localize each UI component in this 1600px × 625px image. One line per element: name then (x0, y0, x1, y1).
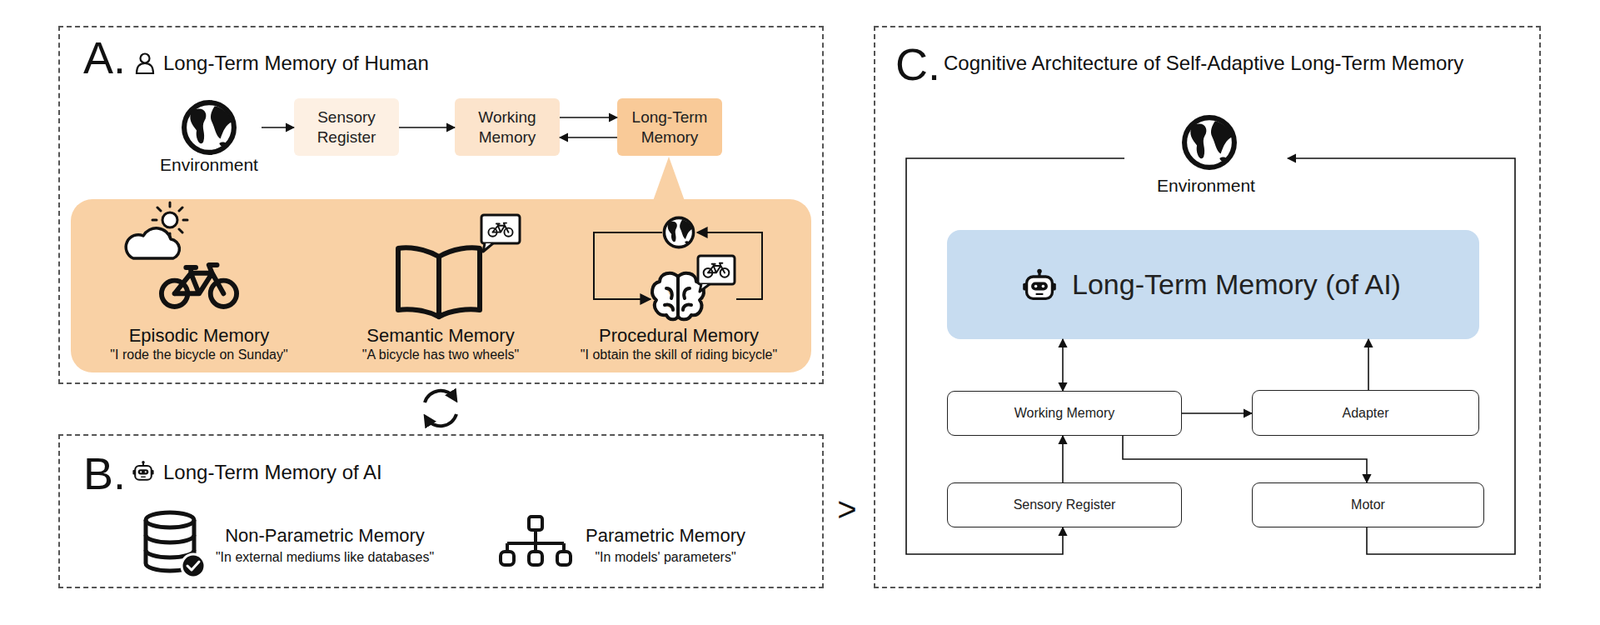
connector (906, 158, 1125, 554)
person-icon (136, 54, 154, 75)
memory-type-title: Parametric Memory (540, 526, 791, 545)
adapter-box: Adapter (1251, 389, 1480, 436)
box-label: Working Memory (458, 107, 557, 148)
connector (1061, 435, 1064, 483)
bicycle-icon (703, 263, 730, 278)
connector (261, 126, 295, 129)
memory-example: "In models' parameters" (540, 550, 791, 564)
connector (559, 116, 618, 119)
box-label: Sensory Register (1013, 496, 1117, 514)
panel: A.Long-Term Memory of HumanEnvironmentSe… (58, 25, 824, 384)
globe-icon (1184, 117, 1235, 168)
memory-type-title: Non-Parametric Memory (199, 526, 450, 545)
bicycle-icon (161, 264, 237, 307)
sensory-register-box: Sensory Register (947, 482, 1182, 528)
memory-example: "I rode the bicycle on Sunday" (74, 348, 324, 362)
connector (1287, 158, 1516, 554)
panel: C.Cognitive Architecture of Self-Adaptiv… (873, 25, 1541, 589)
box-label: Working Memory (1014, 404, 1116, 422)
environment-node: Environment (156, 93, 262, 180)
memory-type-title: Episodic Memory (74, 326, 324, 345)
panel-letter: B. (83, 450, 150, 496)
working-memory-box: Working Memory (454, 98, 560, 156)
box-label: Long-Term Memory (of AI) (1071, 266, 1401, 303)
box-label: Motor (1350, 496, 1386, 514)
environment-node: Environment (1124, 108, 1288, 195)
box-label: Sensory Register (297, 107, 396, 148)
brain-icon (652, 273, 704, 320)
loop-line (697, 232, 763, 300)
connector (398, 126, 455, 129)
sun-icon (152, 202, 188, 238)
panel: B. Long-Term Memory of AI Non-Parametric M… (58, 433, 824, 589)
working-memory-box: Working Memory (947, 390, 1182, 436)
speech-bubble (697, 255, 735, 292)
robot-icon (1022, 269, 1057, 300)
check-mark (187, 561, 200, 570)
memory-type-title: Procedural Memory (553, 326, 804, 345)
box-label: Long-Term Memory (620, 107, 719, 148)
database-icon (145, 512, 195, 571)
node-label: Environment (1124, 176, 1288, 195)
connector (559, 136, 618, 139)
connector (1061, 338, 1064, 391)
speech-bubble (481, 214, 520, 252)
memory-example: "I obtain the skill of riding bicycle" (553, 348, 804, 362)
long-term-memory-box: Long-Term Memory (617, 98, 723, 156)
cloud-icon (125, 228, 180, 259)
connector (1181, 412, 1252, 414)
sensory-register-box: Sensory Register (294, 98, 399, 156)
callout-pointer (652, 156, 685, 201)
panel-title: Cognitive Architecture of Self-Adaptive … (943, 53, 1527, 74)
memory-types-band: Episodic Memory "I rode the bicycle on Su… (70, 199, 812, 373)
node-label: Environment (156, 155, 262, 174)
memory-example: "In external mediums like databases" (199, 550, 450, 564)
hierarchy-icon (500, 516, 571, 565)
panel-letter: A. (83, 34, 150, 80)
panel-title: Long-Term Memory of AI (163, 462, 580, 483)
separator-mark: > (828, 492, 866, 526)
bicycle-icon (488, 223, 513, 237)
panel-title: Long-Term Memory of Human (163, 53, 580, 74)
memory-example: "A bicycle has two wheels" (315, 348, 566, 362)
check-badge (181, 553, 205, 578)
cycle-icon (424, 390, 457, 426)
globe-icon (184, 102, 235, 153)
long-term-memory-box: Long-Term Memory (of AI) (947, 229, 1480, 339)
globe-icon (663, 217, 693, 247)
book-icon (398, 247, 480, 317)
memory-type-title: Semantic Memory (315, 326, 566, 345)
motor-box: Motor (1251, 482, 1485, 528)
robot-icon (132, 460, 154, 480)
loop-line (593, 232, 663, 300)
connector (1122, 435, 1367, 483)
connector (1367, 338, 1370, 390)
box-label: Adapter (1341, 404, 1389, 422)
